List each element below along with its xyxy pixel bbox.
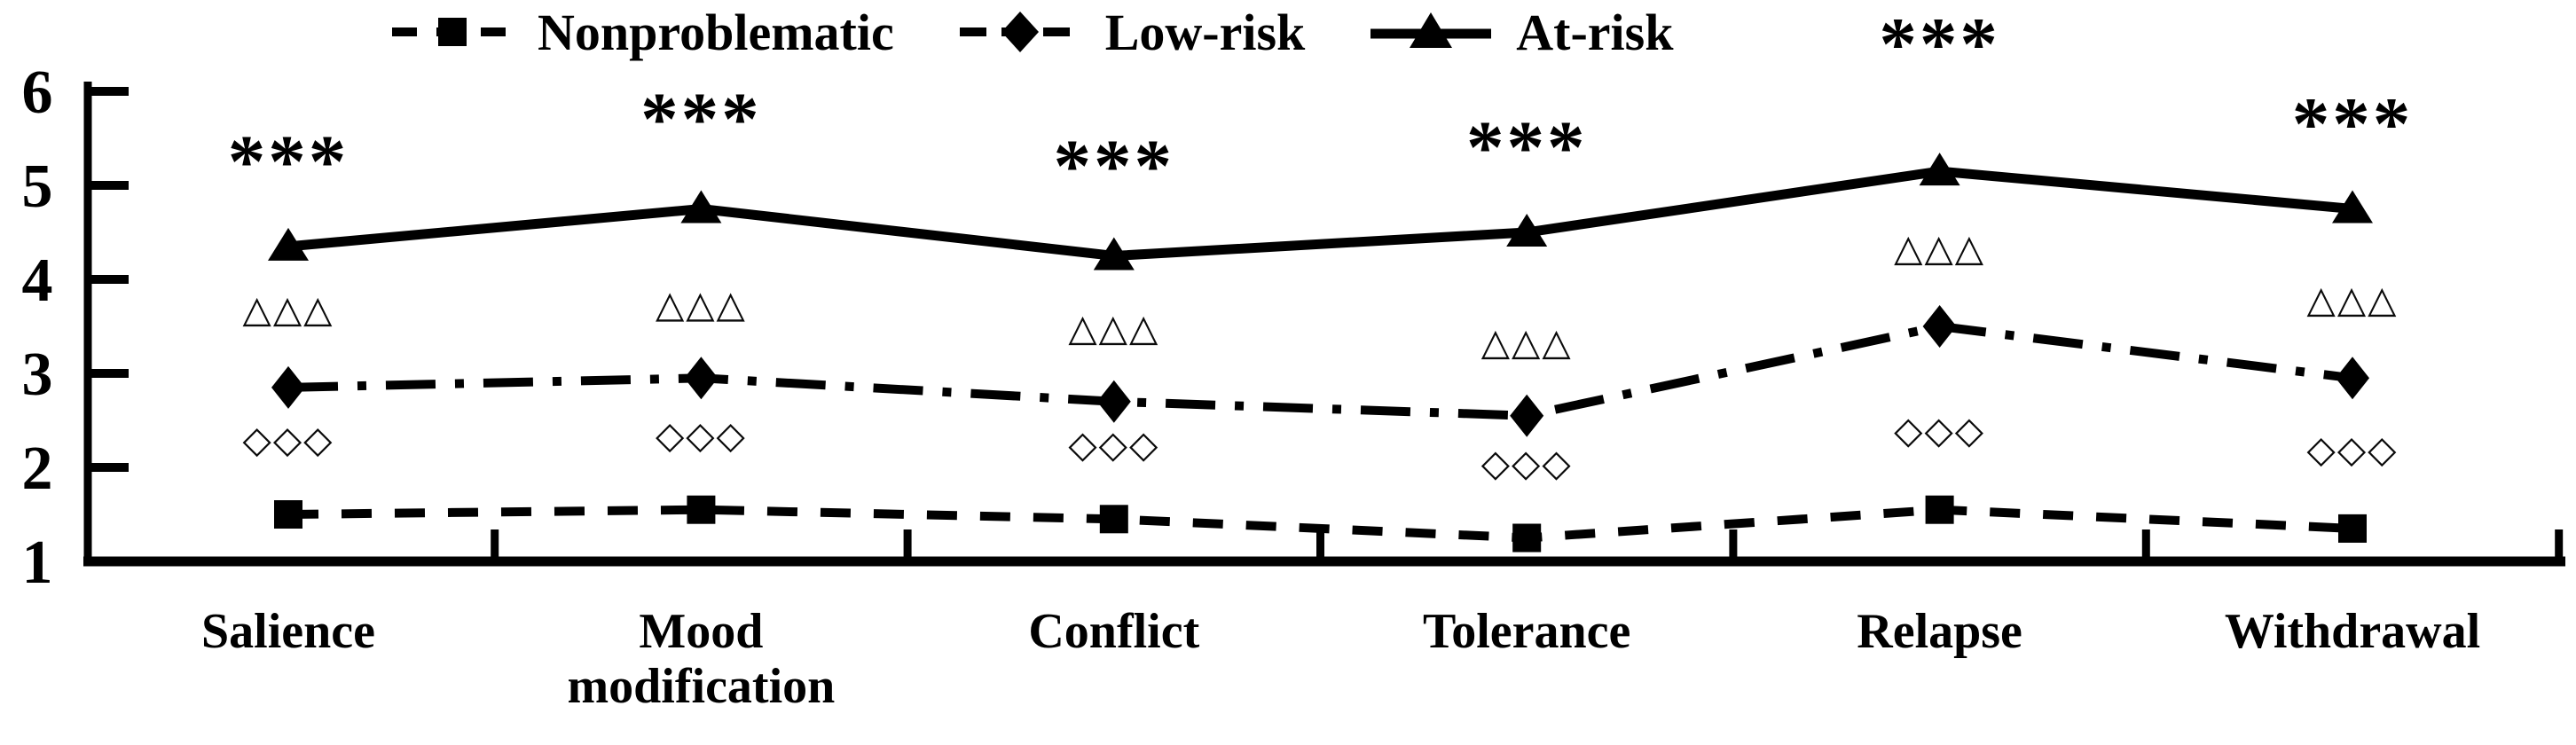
significance-stars-annotation: *** bbox=[1879, 3, 2000, 86]
data-point-diamond-marker bbox=[2336, 357, 2369, 400]
open-diamonds-annotation: ◇◇◇ bbox=[1481, 442, 1573, 485]
series-nonproblematic bbox=[274, 495, 2367, 553]
data-point-square-marker bbox=[687, 495, 716, 524]
legend-dashdot-diamond-sample-icon bbox=[959, 12, 1080, 52]
series-line-dashed bbox=[287, 505, 2353, 543]
series-line-solid bbox=[287, 166, 2353, 262]
data-point-diamond-marker bbox=[1096, 380, 1131, 423]
x-category-label: Relapse bbox=[1857, 604, 2022, 659]
open-triangles-annotation: △△△ bbox=[2307, 278, 2399, 321]
legend-item-at-risk: At-risk bbox=[1369, 3, 1673, 62]
axes bbox=[83, 82, 2565, 567]
x-category-label: Tolerance bbox=[1423, 604, 1630, 659]
open-triangles-annotation: △△△ bbox=[1068, 306, 1159, 349]
data-point-diamond-marker bbox=[684, 357, 719, 400]
data-point-triangle-marker bbox=[268, 227, 309, 261]
data-point-square-marker bbox=[1099, 505, 1128, 534]
x-category-label: Conflict bbox=[1028, 604, 1199, 659]
open-diamonds-annotation: ◇◇◇ bbox=[1894, 409, 1985, 452]
legend-item-low-risk: Low-risk bbox=[958, 3, 1306, 62]
significance-stars-annotation: *** bbox=[228, 120, 349, 203]
data-point-triangle-marker bbox=[2332, 190, 2373, 224]
y-tick-label: 3 bbox=[22, 341, 53, 409]
data-point-diamond-marker bbox=[271, 365, 305, 409]
y-tick-label: 6 bbox=[22, 59, 53, 127]
y-tick-label: 4 bbox=[22, 247, 53, 315]
data-point-diamond-marker bbox=[1922, 305, 1957, 348]
significance-stars-annotation: *** bbox=[2292, 82, 2414, 166]
data-point-triangle-marker bbox=[1093, 237, 1135, 271]
data-point-triangle-marker bbox=[680, 190, 722, 224]
data-point-square-marker bbox=[274, 500, 302, 529]
y-tick-label: 2 bbox=[22, 435, 53, 503]
series-at-risk bbox=[268, 153, 2373, 271]
significance-stars-annotation: *** bbox=[1054, 125, 1175, 208]
open-triangles-annotation: △△△ bbox=[656, 283, 747, 326]
legend-label-low-risk: Low-risk bbox=[1104, 3, 1306, 61]
legend-item-nonproblematic: Nonproblematic bbox=[390, 3, 894, 62]
data-point-square-marker bbox=[1512, 523, 1542, 553]
series-line-dash-dot bbox=[287, 321, 2353, 420]
data-point-triangle-marker bbox=[1919, 153, 1960, 186]
open-diamonds-annotation: ◇◇◇ bbox=[656, 413, 747, 457]
open-diamonds-annotation: ◇◇◇ bbox=[1068, 423, 1159, 467]
data-point-triangle-marker bbox=[1506, 214, 1548, 247]
legend-label-at-risk: At-risk bbox=[1516, 3, 1674, 61]
y-tick-label: 5 bbox=[22, 153, 53, 221]
data-point-diamond-marker bbox=[1510, 394, 1544, 437]
chart-legend: Nonproblematic Low-risk At-risk bbox=[390, 3, 1673, 62]
open-triangles-annotation: △△△ bbox=[1481, 320, 1573, 364]
data-point-square-marker bbox=[2338, 514, 2367, 543]
x-category-label: Withdrawal bbox=[2225, 604, 2480, 659]
x-category-label: Salience bbox=[201, 604, 375, 659]
series-low-risk bbox=[271, 305, 2369, 437]
legend-label-nonproblematic: Nonproblematic bbox=[538, 3, 894, 61]
significance-stars-annotation: *** bbox=[1466, 106, 1588, 189]
open-diamonds-annotation: ◇◇◇ bbox=[2307, 427, 2399, 471]
open-triangles-annotation: △△△ bbox=[243, 287, 334, 331]
legend-solid-triangle-sample-icon bbox=[1370, 12, 1492, 48]
open-triangles-annotation: △△△ bbox=[1894, 226, 1985, 270]
data-point-square-marker bbox=[1925, 495, 1954, 524]
y-tick-label: 1 bbox=[22, 529, 53, 597]
open-diamonds-annotation: ◇◇◇ bbox=[243, 418, 334, 461]
significance-stars-annotation: *** bbox=[640, 78, 762, 161]
legend-dashed-square-sample-icon bbox=[392, 18, 513, 46]
